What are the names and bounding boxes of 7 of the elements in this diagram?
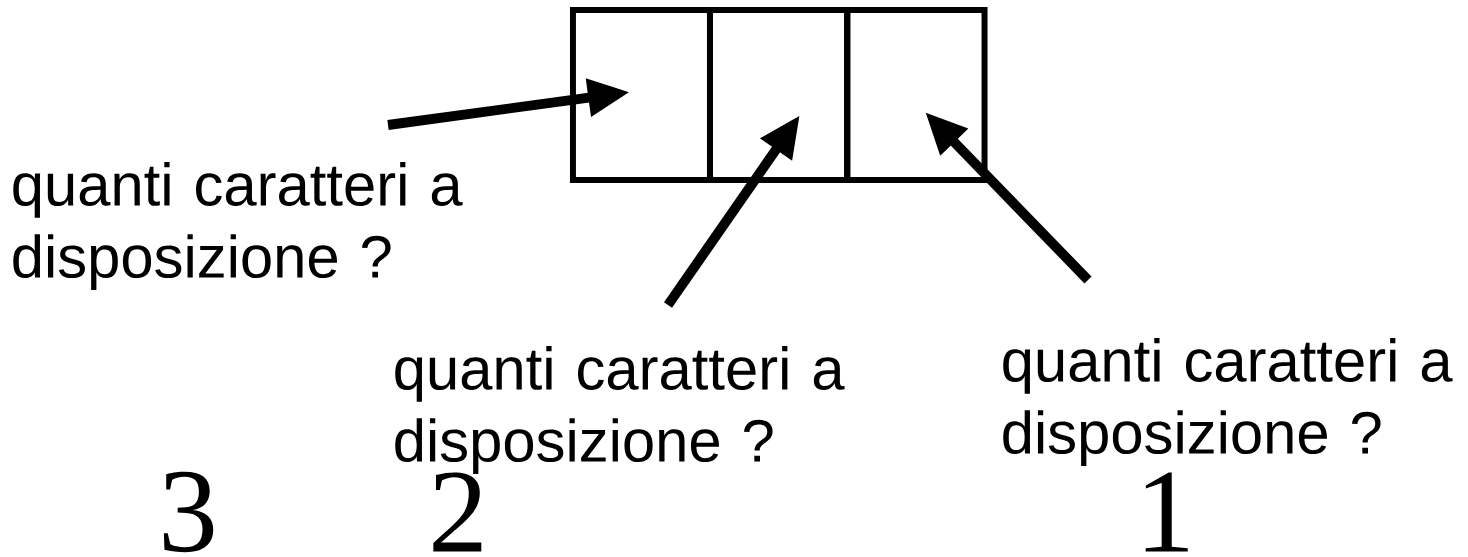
array-cell (844, 6, 988, 184)
question-text: quanti caratteri a disposizione ? (395, 346, 845, 474)
question-text: quanti caratteri a disposizione ? (1003, 338, 1453, 466)
question-text: quanti caratteri a disposizione ? (13, 162, 463, 290)
index-number: 1 (1145, 472, 1188, 552)
index-number: 3 (163, 471, 214, 553)
index-number: 2 (433, 472, 482, 552)
